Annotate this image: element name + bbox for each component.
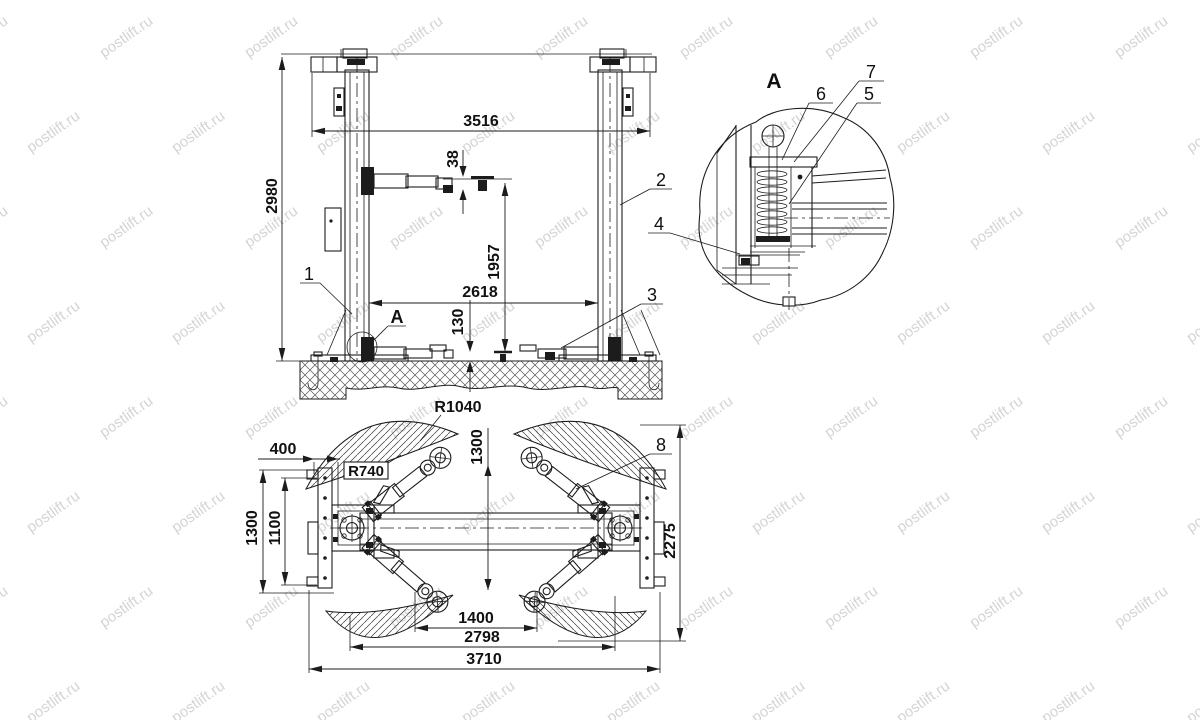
callout-6-label: 6	[816, 84, 826, 104]
callout-6: 6	[781, 84, 833, 161]
dim-depth-2275: 2275	[558, 424, 686, 642]
dim-overall-width: 3516	[311, 73, 651, 137]
dim-pad-width-1400: 1400	[414, 592, 538, 632]
callout-5-label: 5	[864, 84, 874, 104]
dim-base-inner-1100: 1100	[267, 477, 317, 586]
callout-8-label: 8	[656, 435, 666, 455]
raised-carriage-and-arm	[361, 167, 512, 195]
lock-handle-knob	[761, 124, 785, 236]
foundation	[299, 360, 663, 400]
front-view: 3516 2980 38 1957 2618 130	[264, 48, 672, 400]
dim-base-outer-1300: 1300	[244, 469, 334, 594]
callout-2: 2	[619, 170, 672, 206]
detail-a-reference: A	[391, 307, 404, 327]
detail-view-a: A	[648, 62, 895, 310]
sweep-zone-front-right	[512, 420, 668, 490]
callout-detail-a: A	[372, 307, 406, 342]
callout-2-label: 2	[656, 170, 666, 190]
concrete-hatch	[299, 360, 663, 400]
sweep-zone-rear-left	[324, 594, 454, 638]
callout-5: 5	[788, 84, 881, 205]
power-unit-box	[324, 207, 342, 252]
detail-foot	[722, 248, 800, 310]
callout-8: 8	[575, 435, 672, 490]
dim-1400: 1400	[458, 610, 494, 627]
callout-1-label: 1	[304, 264, 314, 284]
plan-view: 400 1300 1100 1300 2275	[244, 399, 686, 673]
lowered-arms	[361, 309, 661, 362]
detail-post-wall	[716, 125, 770, 285]
dim-lift-height: 1957	[486, 183, 509, 352]
central-frame	[330, 504, 642, 559]
dim-2275: 2275	[662, 523, 679, 559]
dim-130: 130	[450, 309, 467, 336]
radius-front-arm: R1040	[419, 399, 482, 442]
dim-2798: 2798	[464, 629, 500, 646]
dim-3516: 3516	[463, 113, 499, 130]
detail-boundary-cloud	[698, 107, 895, 306]
dim-pad-span-1300: 1300	[469, 428, 492, 590]
dim-2980: 2980	[264, 178, 281, 214]
dim-r740: R740	[348, 463, 384, 480]
callout-1: 1	[300, 264, 353, 315]
dim-offset-400: 400	[258, 441, 340, 508]
callout-7-label: 7	[866, 62, 876, 82]
dim-400: 400	[270, 441, 297, 458]
detail-view-title: A	[766, 70, 781, 93]
dim-clearance: 2618	[369, 284, 598, 307]
dim-1100: 1100	[267, 511, 284, 546]
dim-pad-adapter: 38	[445, 150, 467, 214]
dim-38: 38	[445, 150, 462, 168]
dim-1957: 1957	[486, 244, 503, 280]
dim-1300-left: 1300	[244, 510, 261, 546]
dim-3710: 3710	[466, 651, 502, 668]
callout-3: 3	[560, 285, 663, 349]
callout-4: 4	[648, 214, 741, 255]
detail-arm-section	[784, 169, 890, 235]
callout-7: 7	[793, 62, 884, 163]
dim-1300-center: 1300	[469, 429, 486, 465]
detail-a-circle	[346, 331, 378, 363]
dim-overall-3710: 3710	[308, 590, 661, 673]
callout-4-label: 4	[654, 214, 664, 234]
dim-2618: 2618	[462, 284, 498, 301]
dim-post-height: 2980	[264, 57, 304, 362]
dim-arm-width-2798: 2798	[349, 596, 616, 651]
callout-3-label: 3	[647, 285, 657, 305]
dim-min-height: 130	[450, 300, 474, 392]
radius-rear-arm: R740	[343, 454, 402, 480]
dim-r1040: R1040	[434, 399, 481, 416]
